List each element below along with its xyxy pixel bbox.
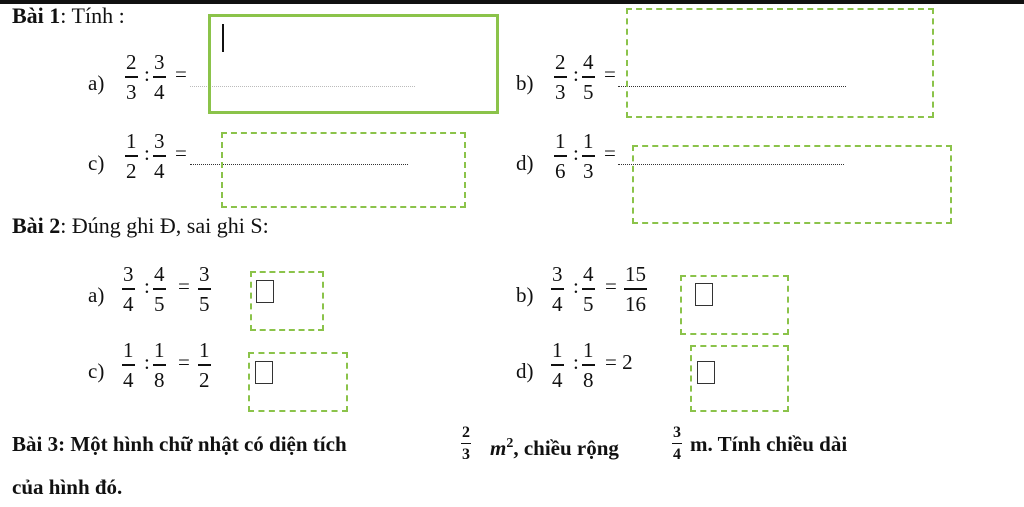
ex2-b-divide: :	[573, 274, 579, 298]
ex1-d-equals: =	[604, 141, 616, 165]
ex2-d-answer-box[interactable]	[690, 345, 789, 412]
ex2-a-equals: =	[178, 274, 190, 298]
ex2-c-checkbox[interactable]	[255, 361, 273, 384]
ex2-d-divide: :	[573, 350, 579, 374]
exercise-1-instruction: : Tính :	[60, 3, 125, 28]
ex2-b-checkbox[interactable]	[695, 283, 713, 306]
exercise-3-text-3: m. Tính chiều dài	[690, 432, 848, 456]
ex1-d-answer-line	[618, 164, 844, 165]
ex1-a-answer-line	[190, 86, 415, 87]
ex1-b-label: b)	[516, 71, 534, 95]
ex1-d-label: d)	[516, 151, 534, 175]
exercise-1-heading: Bài 1	[12, 3, 61, 28]
ex2-a-divide: :	[144, 274, 150, 298]
ex2-b-answer-box[interactable]	[680, 275, 789, 335]
exercise-3-problem: Bài 3: Một hình chữ nhật có diện tích	[12, 424, 347, 466]
ex2-a-label: a)	[88, 283, 105, 307]
ex2-a-answer-box[interactable]	[250, 271, 324, 331]
exercise-2-title: Bài 2: Đúng ghi Đ, sai ghi S:	[12, 214, 269, 238]
ex1-d-answer-box[interactable]	[632, 145, 952, 224]
ex2-d-checkbox[interactable]	[697, 361, 715, 384]
exercise-2-heading: Bài 2	[12, 213, 61, 238]
exercise-3-text-1: Bài 3: Một hình chữ nhật có diện tích	[12, 432, 347, 456]
exercise-3-text-2: , chiều rộng	[513, 436, 619, 460]
ex1-c-answer-line	[190, 164, 408, 165]
exercise-1-title: Bài 1: Tính :	[12, 4, 125, 28]
ex1-a-answer-input[interactable]	[208, 14, 499, 114]
ex1-b-divide: :	[573, 62, 579, 86]
top-border-line	[0, 0, 1024, 4]
exercise-3-text-line-2: của hình đó.	[12, 475, 123, 499]
ex1-d-divide: :	[573, 141, 579, 165]
ex2-b-label: b)	[516, 283, 534, 307]
exercise-3-area-unit: m2, chiều rộng	[490, 436, 619, 460]
ex2-d-result: = 2	[605, 350, 633, 374]
ex2-c-answer-box[interactable]	[248, 352, 348, 412]
ex1-c-equals: =	[175, 141, 187, 165]
ex1-c-divide: :	[144, 141, 150, 165]
ex2-a-checkbox[interactable]	[256, 280, 274, 303]
ex1-b-answer-line	[618, 86, 846, 87]
ex2-c-divide: :	[144, 350, 150, 374]
ex2-c-equals: =	[178, 350, 190, 374]
ex1-a-equals: =	[175, 62, 187, 86]
ex1-b-answer-box[interactable]	[626, 8, 934, 118]
ex1-c-answer-box[interactable]	[221, 132, 466, 208]
text-caret	[222, 24, 224, 52]
ex2-b-equals: =	[605, 274, 617, 298]
ex1-b-equals: =	[604, 62, 616, 86]
ex1-c-label: c)	[88, 151, 105, 175]
ex2-d-label: d)	[516, 359, 534, 383]
ex2-c-label: c)	[88, 359, 105, 383]
ex1-a-divide: :	[144, 62, 150, 86]
ex1-a-label: a)	[88, 71, 105, 95]
exercise-2-instruction: : Đúng ghi Đ, sai ghi S:	[60, 213, 269, 238]
